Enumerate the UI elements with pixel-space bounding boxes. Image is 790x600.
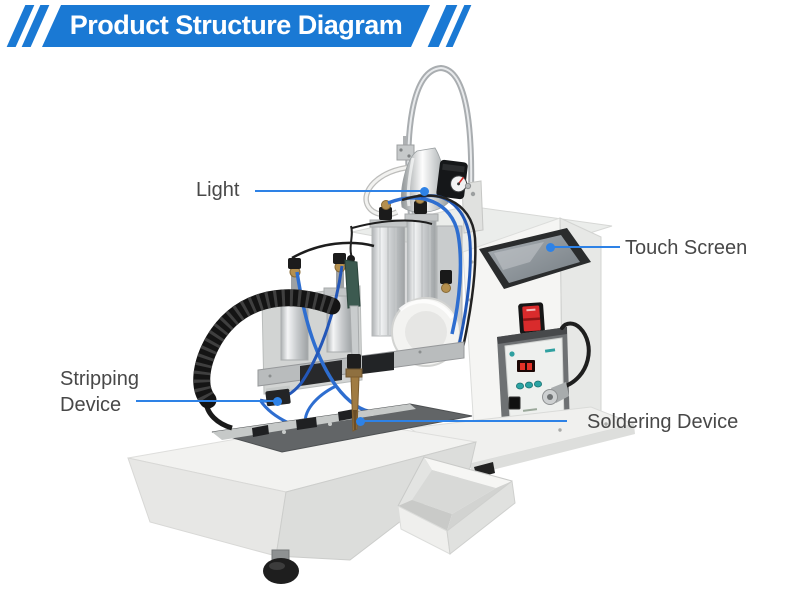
cable-hose [193, 289, 341, 409]
leader-dot-stripping-device [273, 396, 282, 406]
machine-foot [263, 549, 299, 584]
leader-line-soldering-device [356, 416, 567, 426]
leader-dot-light [420, 186, 429, 196]
callout-stripping-device: Stripping Device [60, 368, 139, 416]
wire-guide-arch [405, 64, 475, 223]
power-switch [518, 302, 545, 335]
leader-line-touch-screen [546, 242, 620, 252]
callout-light: Light [196, 179, 240, 201]
temperature-display [517, 360, 535, 372]
light-gauge [436, 159, 468, 200]
collection-tray [397, 456, 516, 555]
callout-touch-screen: Touch Screen [625, 237, 748, 259]
callout-soldering-device: Soldering Device [587, 411, 739, 433]
leader-line-stripping-device [136, 396, 282, 406]
header-banner: Product Structure Diagram [0, 5, 790, 47]
page-title: Product Structure Diagram [69, 9, 403, 40]
leader-dot-soldering-device [356, 416, 365, 426]
leader-dot-touch-screen [546, 242, 555, 252]
stripping-mechanism [257, 194, 477, 434]
banner: Product Structure Diagram [42, 5, 430, 47]
work-plate [203, 385, 473, 453]
leader-line-light [255, 186, 429, 196]
